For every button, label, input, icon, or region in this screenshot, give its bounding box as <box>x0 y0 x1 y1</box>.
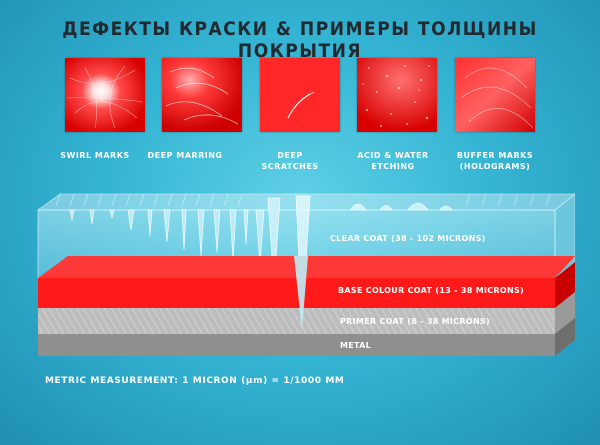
defect-thumbnails <box>65 58 535 138</box>
scratch-cut <box>294 256 308 330</box>
page-title: ДЕФЕКТЫ КРАСКИ & ПРИМЕРЫ ТОЛЩИНЫ ПОКРЫТИ… <box>62 18 538 62</box>
acid-water-etching-photo <box>357 58 437 132</box>
primer-coat-layer <box>38 292 575 334</box>
base-coat-label: BASE COLOUR COAT (13 - 38 MICRONS) <box>338 286 524 295</box>
defect-label-buffer-marks: BUFFER MARKS (HOLOGRAMS) <box>456 151 534 171</box>
base-colour-coat-layer <box>38 256 575 308</box>
defect-label-deep-marring: DEEP MARRING <box>147 151 223 160</box>
buffer-marks-photo <box>455 58 535 132</box>
swirl-texture <box>55 193 551 207</box>
deep-scratches-photo <box>260 58 340 132</box>
deep-marring-photo <box>162 58 242 132</box>
primer-coat-label: PRIMER COAT (8 - 38 MICRONS) <box>340 317 490 326</box>
clear-coat-scratches <box>69 195 311 326</box>
metal-layer <box>38 318 575 356</box>
paint-layers-diagram: CLEAR COAT (38 - 102 MICRONS) BASE COLOU… <box>30 180 575 360</box>
metric-note: METRIC MEASUREMENT: 1 MICRON (µm) = 1/10… <box>45 376 345 386</box>
defect-label-deep-scratches: DEEP SCRATCHES <box>261 151 319 171</box>
swirl-marks-photo <box>65 58 145 132</box>
etching-pits <box>349 202 453 211</box>
defect-label-acid-water-etching: ACID & WATER ETCHING <box>357 151 429 171</box>
defect-labels: SWIRL MARKS DEEP MARRING DEEP SCRATCHES … <box>45 150 560 180</box>
clear-coat-label: CLEAR COAT (38 - 102 MICRONS) <box>330 234 486 243</box>
metal-label: METAL <box>340 341 372 350</box>
defect-label-swirl-marks: SWIRL MARKS <box>60 151 130 160</box>
